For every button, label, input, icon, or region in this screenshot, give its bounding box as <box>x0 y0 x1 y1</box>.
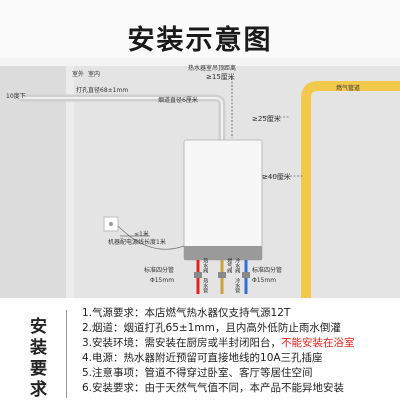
power-cable <box>117 225 185 250</box>
left-pipe-spec: 标准四分管 <box>144 267 175 274</box>
requirement-item: 2.烟道：烟道打孔65±1mm，且内高外低防止雨水倒灌 <box>82 321 341 335</box>
power-cord-label: 机器配电源线长度1米 <box>108 239 166 246</box>
requirement-text: 1.气源要求：本店燃气热水器仅支持气源12T <box>82 307 291 319</box>
installation-diagram: 室外 室内 打孔直径68±1mm 10度下 热水器室吊顶距离 ≥15厘米 烟道直… <box>0 58 400 298</box>
gas-valve-label: 燃气阀 <box>226 258 233 273</box>
flue-diameter-label: 烟道直径6厘米 <box>158 97 198 104</box>
ceiling-distance-value: ≥15厘米 <box>206 73 235 81</box>
requirement-text: 5.注意事项：管道不得穿过卧室、客厅等居住空间 <box>82 367 313 379</box>
wall-section <box>66 66 74 298</box>
top-side-distance-value: ≥25厘米 <box>252 115 281 123</box>
page-title: 安装示意图 <box>127 25 273 56</box>
cold-valve-label: 冷水阀 <box>234 258 241 273</box>
requirement-item: 6.安装要求：由于天然气气值不同，本产品不能异地安装 <box>82 381 344 395</box>
right-pipe-spec: 标准四分管 <box>252 267 283 274</box>
requirement-text: 4.电源：热水器附近预留可直接地线的10A三孔插座 <box>82 352 323 364</box>
heater-bottom <box>184 246 262 260</box>
requirement-item: 1.气源要求：本店燃气热水器仅支持气源12T <box>82 306 290 320</box>
hot-pipe-label: 热水管 <box>202 278 209 293</box>
requirement-text: 6.安装要求：由于天然气气值不同，本产品不能异地安装 <box>82 382 345 394</box>
requirement-text: 3.安装环境：需安装在厨房或半封闭阳台， <box>82 337 282 349</box>
right-side-distance-value: ≥40厘米 <box>262 173 291 181</box>
requirement-item: 5.注意事项：管道不得穿过卧室、客厅等居住空间 <box>82 366 313 380</box>
cold-valve-body <box>242 272 250 278</box>
requirement-warning: 不能安装在浴室 <box>281 337 355 349</box>
exterior-wall <box>0 66 66 298</box>
hot-valve-label: 热水阀 <box>202 258 209 273</box>
ceiling <box>0 58 400 66</box>
requirement-text: 2.烟道：烟道打孔65±1mm，且内高外低防止雨水倒灌 <box>82 322 341 334</box>
flue-pipe-highlight <box>20 97 223 140</box>
socket-distance-value: ≤1米 <box>134 231 149 238</box>
heading-char: 要 <box>30 359 47 379</box>
hot-valve-body <box>194 272 202 278</box>
requirements-heading: 安 装 要 求 <box>10 310 67 400</box>
socket-holes <box>109 222 113 226</box>
slope-label: 10度下 <box>6 93 26 100</box>
water-heater <box>183 139 263 261</box>
left-pipe-diameter: Φ15mm <box>150 277 175 284</box>
indoor-label: 室内 <box>88 71 101 78</box>
heading-char: 装 <box>30 338 47 358</box>
right-pipe-diameter: Φ15mm <box>252 277 277 284</box>
outdoor-label: 室外 <box>72 71 85 78</box>
requirement-item: 3.安装环境：需安装在厨房或半封闭阳台，不能安装在浴室 <box>82 336 355 350</box>
requirement-item: 4.电源：热水器附近预留可直接地线的10A三孔插座 <box>82 351 323 365</box>
gas-pipe-label: 燃气管道 <box>336 85 361 92</box>
heading-char: 安 <box>30 317 47 337</box>
diagram-graphics <box>0 58 400 298</box>
cold-pipe-label: 冷水管 <box>234 278 241 293</box>
ceiling-distance-title: 热水器室吊顶距离 <box>188 65 237 72</box>
gas-pipe <box>301 81 400 298</box>
gas-valve-body <box>218 272 226 278</box>
heading-char: 求 <box>30 380 47 400</box>
drill-hole-label: 打孔直径68±1mm <box>76 87 129 94</box>
